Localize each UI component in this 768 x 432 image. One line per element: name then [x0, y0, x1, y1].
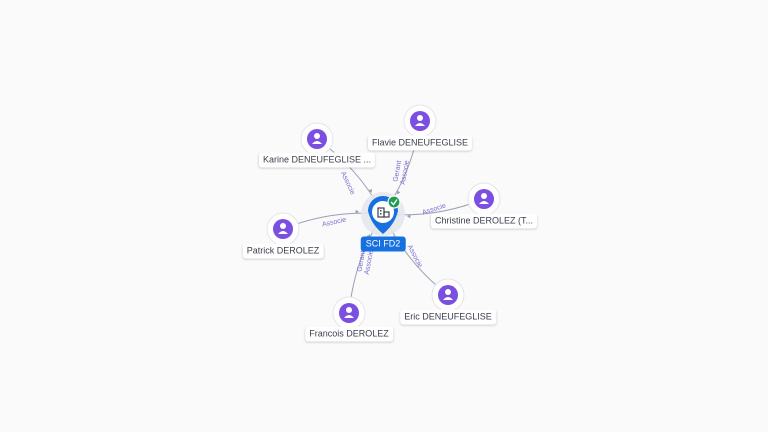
edge-arrow-flavie	[396, 190, 401, 195]
check-icon	[387, 195, 401, 209]
person-node-patrick[interactable]	[266, 212, 300, 246]
person-label-patrick[interactable]: Patrick DEROLEZ	[242, 243, 324, 259]
person-node-francois[interactable]	[332, 296, 366, 330]
center-node[interactable]	[361, 192, 405, 236]
edge-role-label-karine: Associe	[339, 171, 356, 196]
edge-role-label-francois: GerantAssocie	[356, 248, 375, 275]
center-node-label[interactable]: SCI FD2	[360, 236, 406, 252]
person-label-karine[interactable]: Karine DENEUFEGLISE ...	[258, 152, 376, 168]
person-label-christine[interactable]: Christine DEROLEZ (T...	[430, 213, 538, 229]
person-node-christine[interactable]	[467, 182, 501, 216]
person-label-eric[interactable]: Eric DENEUFEGLISE	[400, 309, 496, 325]
edge-role-label-flavie: GerantAssocie	[392, 158, 411, 185]
building-icon	[377, 207, 390, 218]
person-node-eric[interactable]	[431, 278, 465, 312]
person-label-francois[interactable]: Francois DEROLEZ	[305, 326, 393, 342]
edge-role-label-patrick: Associe	[321, 217, 347, 229]
edge-arrow-patrick	[355, 209, 360, 214]
edge-arrow-karine	[368, 188, 372, 193]
person-label-flavie[interactable]: Flavie DENEUFEGLISE	[367, 135, 473, 151]
person-node-karine[interactable]	[300, 122, 334, 156]
edge-role-label-eric: Associe	[406, 244, 424, 269]
person-node-flavie[interactable]	[403, 104, 437, 138]
edge-arrow-christine	[406, 214, 411, 219]
